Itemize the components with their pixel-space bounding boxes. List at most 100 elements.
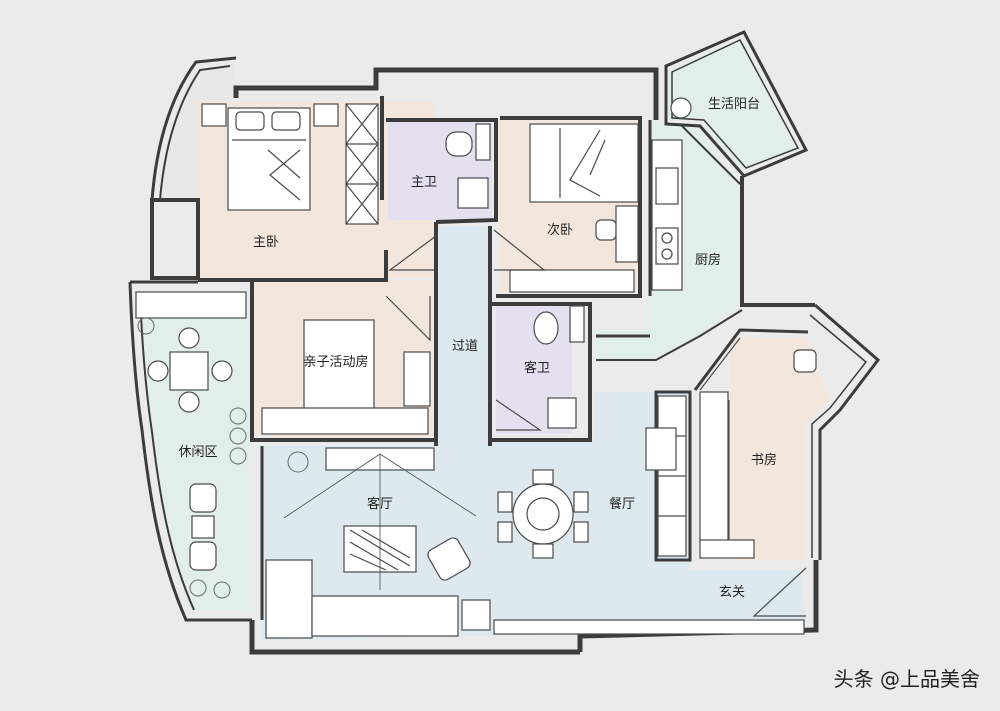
master-bath-shelf [475, 123, 491, 161]
sofa-side-table [461, 599, 491, 631]
door-swing-study [699, 337, 741, 391]
label-hallway: 过道 [452, 339, 478, 354]
study-floor [730, 337, 830, 560]
kitchen-sink [655, 167, 679, 205]
watermark: 头条 @上品美舍 [834, 667, 980, 691]
leisure-side-table [191, 515, 215, 539]
second-bedroom-wall [496, 116, 642, 298]
leisure-curved-wall [128, 280, 252, 622]
family-bed [303, 319, 375, 411]
plant-2 [229, 407, 247, 425]
kitchen-inner-wall [596, 120, 652, 338]
nightstand-left [201, 103, 227, 127]
study-outer-wall [814, 303, 881, 560]
hallway-floor [436, 226, 490, 446]
label-kitchen: 厨房 [695, 252, 721, 268]
shoe-cabinet [493, 619, 805, 635]
door-swing-family [385, 295, 431, 342]
guest-bath-shelf [569, 305, 585, 343]
dining-table-center [526, 497, 560, 531]
door-swing-second [493, 229, 546, 271]
leisure-armchair-2 [189, 541, 217, 571]
dining-chair-3 [497, 491, 513, 513]
walls [128, 30, 881, 655]
plant-3 [229, 427, 247, 445]
door-swing-entrance [752, 567, 807, 617]
label-utility-balcony: 生活阳台 [708, 97, 760, 112]
nightstand-right [313, 103, 339, 127]
outer-wall-left-top-inner [159, 65, 231, 201]
guest-sink [547, 397, 577, 429]
leisure-chair-1 [178, 327, 200, 349]
leisure-cabinet [135, 291, 247, 319]
family-cabinet [403, 351, 431, 407]
sofa-chaise [265, 559, 313, 639]
study-cabinet-bottom [699, 539, 755, 559]
study-bookcase [699, 391, 729, 543]
leisure-table [169, 351, 209, 391]
leisure-armchair-1 [189, 483, 217, 513]
label-guest-bath: 客卫 [524, 360, 550, 376]
balcony-floor [668, 38, 800, 170]
label-second-bedroom: 次卧 [547, 222, 573, 238]
plant-6 [189, 579, 207, 597]
label-master-bedroom: 主卧 [253, 235, 279, 250]
plant-5 [287, 451, 309, 473]
dining-chair-4 [573, 491, 589, 513]
study-chair [793, 349, 817, 373]
view-line-tv [283, 453, 477, 590]
kitchen-counter-diag [596, 123, 743, 361]
outer-wall-left-top [150, 56, 237, 201]
second-bed-sheet [559, 128, 606, 198]
outer-wall [233, 67, 659, 120]
label-entrance: 玄关 [719, 585, 745, 600]
bedroom-window-pier [150, 198, 200, 280]
stove-burner-2 [661, 248, 673, 260]
family-wardrobe [261, 407, 429, 435]
dining-chair-5 [497, 521, 513, 543]
master-pillow-right [271, 111, 301, 131]
display-unit [645, 427, 677, 471]
dining-chair-1 [532, 469, 554, 485]
second-desk-chair [595, 219, 617, 241]
door-swing-guest [495, 399, 542, 431]
dining-chair-2 [532, 543, 554, 559]
master-balcony-floor [160, 64, 234, 200]
guest-toilet [533, 311, 559, 345]
second-wardrobe [509, 269, 635, 293]
second-bed [529, 123, 639, 203]
master-bedroom-bottom-wall [198, 250, 388, 282]
plant-4 [229, 447, 247, 465]
guest-bath-wall [490, 302, 592, 442]
plant-7 [213, 581, 231, 599]
label-leisure-area: 休闲区 [178, 445, 217, 460]
leisure-chair-3 [147, 360, 169, 382]
kitchen-right-wall [740, 176, 815, 307]
room-labels: 主卧 主卫 次卧 生活阳台 厨房 亲子活动房 过道 客卫 休闲区 客厅 餐厅 书… [178, 97, 777, 600]
balcony-outline-inner [671, 39, 800, 169]
second-desk [615, 205, 639, 263]
leisure-chair-2 [178, 391, 200, 413]
label-study: 书房 [751, 452, 777, 468]
stove-burner-1 [661, 232, 673, 244]
label-living-room: 客厅 [367, 496, 393, 512]
master-wardrobe-lines [345, 103, 379, 225]
plant-1 [137, 317, 155, 335]
door-swing-master [388, 235, 437, 271]
leisure-chair-4 [211, 360, 233, 382]
master-pillow-left [235, 111, 265, 131]
label-family-room: 亲子活动房 [303, 354, 368, 370]
kitchen-counter [651, 139, 683, 291]
study-outer-wall-inner [809, 314, 868, 558]
master-sink [457, 177, 489, 209]
dining-right-wall [654, 390, 692, 562]
label-dining-room: 餐厅 [609, 496, 635, 512]
master-bed-sheet [232, 139, 306, 201]
fixtures [135, 97, 817, 639]
armchair [427, 537, 471, 581]
living-left-wall [249, 620, 580, 655]
label-master-bath: 主卫 [411, 175, 437, 190]
sofa [311, 595, 459, 637]
